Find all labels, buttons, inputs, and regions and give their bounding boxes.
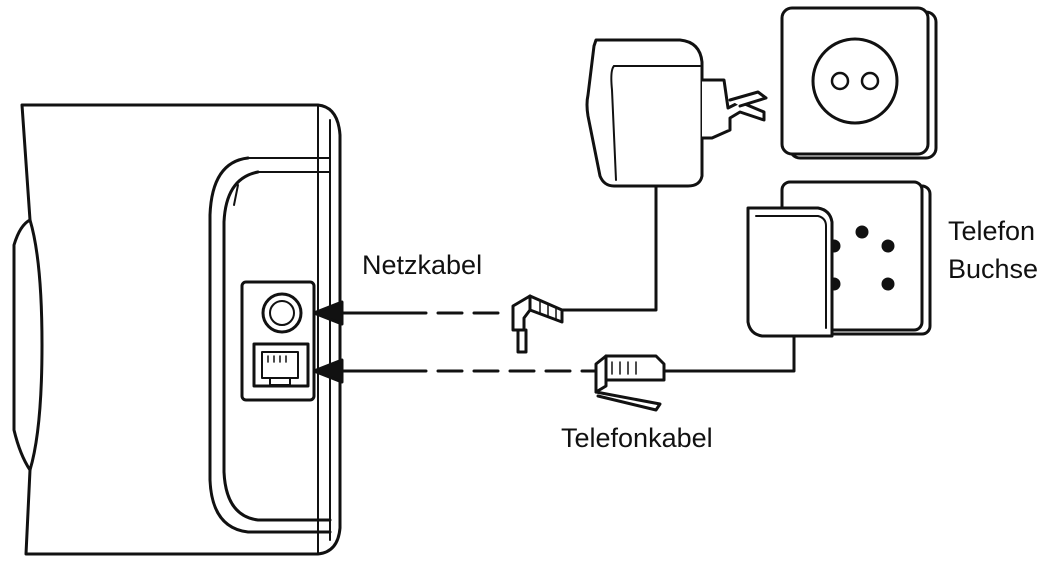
power-adapter — [560, 38, 768, 312]
phone-connection-arrow — [312, 358, 597, 384]
phone-cable-label: Telefonkabel — [561, 423, 713, 453]
rj11-plug — [594, 354, 666, 412]
phone-jack-label-line2: Buchse — [948, 254, 1039, 284]
wall-power-socket — [780, 6, 938, 160]
base-station — [12, 103, 342, 556]
wall-phone-jack — [662, 180, 932, 373]
dc-plug — [511, 294, 564, 354]
phone-jack-label-line1: Telefon — [948, 216, 1036, 246]
phone-jack-label: Telefon Buchse — [948, 212, 1038, 288]
power-cable-label: Netzkabel — [362, 250, 483, 280]
power-socket[interactable] — [261, 292, 303, 334]
power-connection-arrow — [312, 300, 512, 326]
phone-socket[interactable] — [252, 342, 310, 388]
